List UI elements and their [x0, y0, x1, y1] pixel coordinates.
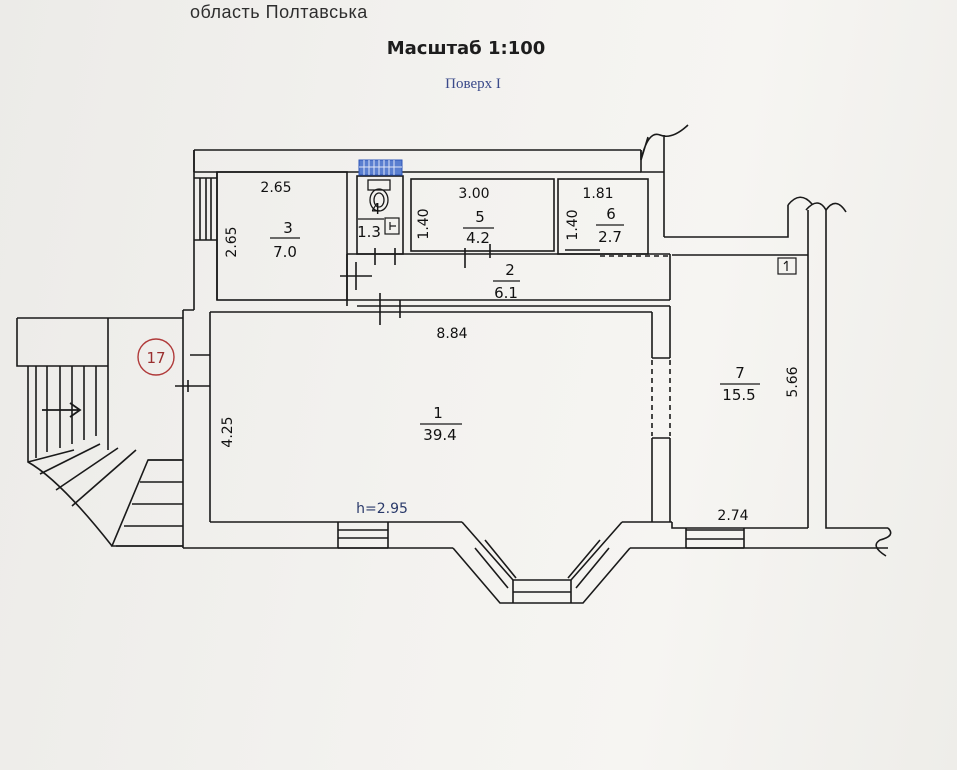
entrance-arrow-icon [42, 402, 82, 418]
room6-area: 2.7 [598, 228, 622, 246]
corridor-walls [346, 253, 671, 307]
radiator-icon [358, 159, 403, 176]
building-number: 17 [146, 349, 165, 367]
wall-break-right [787, 196, 892, 557]
bay-window-outer [452, 521, 631, 604]
toilet-icon [367, 179, 391, 212]
bay-window-glass [474, 539, 610, 603]
room3-number: 3 [283, 219, 293, 237]
dim-room5-depth: 1.40 [416, 208, 432, 239]
dim-room3-depth: 2.65 [224, 226, 240, 257]
room1-number: 1 [433, 404, 443, 422]
room4-area: 1.3 [357, 223, 381, 241]
room5-outline [410, 178, 555, 252]
porch-outline [16, 317, 183, 547]
meter-icon [384, 217, 797, 275]
room6-number: 6 [606, 205, 616, 223]
door-ticks [175, 244, 600, 392]
dim-room1-width: 8.84 [436, 326, 467, 342]
exterior-walls [182, 124, 892, 604]
window-bottom-1 [337, 522, 389, 549]
stair-arc [27, 366, 137, 547]
room1-area: 39.4 [423, 426, 456, 444]
room3-outline [216, 171, 348, 301]
room2-area: 6.1 [494, 284, 518, 302]
wall-right [672, 210, 888, 529]
room3-area: 7.0 [273, 243, 297, 261]
dim-room6-width: 1.81 [582, 186, 613, 202]
wall-top [194, 149, 641, 173]
entrance-stairs [16, 317, 183, 547]
wall-bottom-right [622, 255, 888, 549]
stair-steps-right [116, 459, 183, 547]
dim-room3-width: 2.65 [260, 180, 291, 196]
window-bottom-2 [685, 528, 745, 549]
scale-title: Масштаб 1:100 [386, 38, 546, 59]
room4-number: 4 [371, 200, 381, 218]
room5-area: 4.2 [466, 229, 490, 247]
address-line: область Полтавська [190, 2, 368, 22]
wall-top-right-segment [640, 150, 664, 173]
dim-room1-depth: 4.25 [220, 416, 236, 447]
dim-room6-depth: 1.40 [565, 209, 581, 240]
wall-right-upper [664, 205, 809, 255]
room5-number: 5 [475, 208, 485, 226]
room2-number: 2 [505, 261, 515, 279]
room1-room7-opening [651, 360, 671, 436]
room-labels: 3 7.0 4 1.3 5 4.2 6 2.7 2 6.1 1 39.4 7 1… [270, 200, 760, 444]
dim-room5-width: 3.00 [458, 186, 489, 202]
dimension-labels: 2.65 2.65 3.00 1.40 1.81 1.40 8.84 4.25 … [220, 180, 801, 524]
floor-title: Поверх І [445, 76, 501, 92]
building-number-circle [137, 338, 175, 376]
interior-walls [175, 171, 671, 522]
room7-number: 7 [735, 364, 745, 382]
room1-right-wall [651, 437, 671, 522]
window-left [194, 177, 217, 241]
dim-room7-width: 2.74 [717, 508, 748, 524]
wall-left-outer [182, 150, 195, 548]
room7-area: 15.5 [722, 386, 755, 404]
room1-top-wall [210, 306, 671, 359]
wall-bottom-left [183, 521, 462, 549]
dim-room7-depth: 5.66 [785, 366, 801, 397]
ceiling-height: h=2.95 [356, 501, 408, 517]
